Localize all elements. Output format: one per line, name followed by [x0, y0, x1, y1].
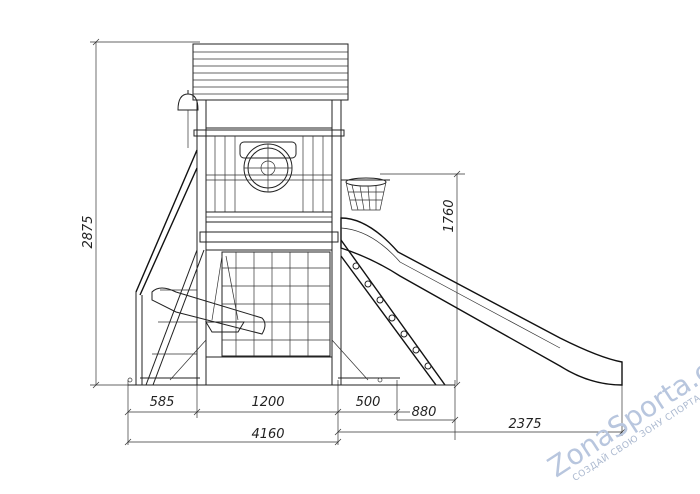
- dim-height-total: 2875: [81, 215, 96, 248]
- dim-width-tower: 1200: [251, 395, 284, 410]
- basketball-hoop: [341, 177, 390, 211]
- dim-width-left: 585: [150, 395, 175, 410]
- mini-slide: [151, 287, 266, 335]
- steering-wheel: [239, 141, 297, 193]
- dim-width-total: 4160: [251, 427, 284, 442]
- swing-rope: [205, 255, 245, 333]
- climbing-net: [221, 251, 331, 357]
- base-braces: [127, 339, 455, 386]
- dim-height-slide: 1760: [442, 199, 457, 232]
- dim-width-ladder-base: 880: [412, 405, 437, 420]
- dimension-lines: [90, 38, 626, 446]
- rock-climbing-ladder: [340, 239, 446, 386]
- dim-width-slide: 2375: [508, 417, 541, 432]
- bell-icon: [177, 90, 199, 148]
- slide: [340, 217, 623, 386]
- roof: [192, 43, 349, 101]
- dim-width-ladder: 500: [356, 395, 381, 410]
- watermark: ZonaSporta.com СОЗДАЙ СВОЮ ЗОНУ СПОРТА: [542, 330, 700, 484]
- tower-frame: [193, 99, 345, 386]
- left-ladder: [135, 149, 205, 386]
